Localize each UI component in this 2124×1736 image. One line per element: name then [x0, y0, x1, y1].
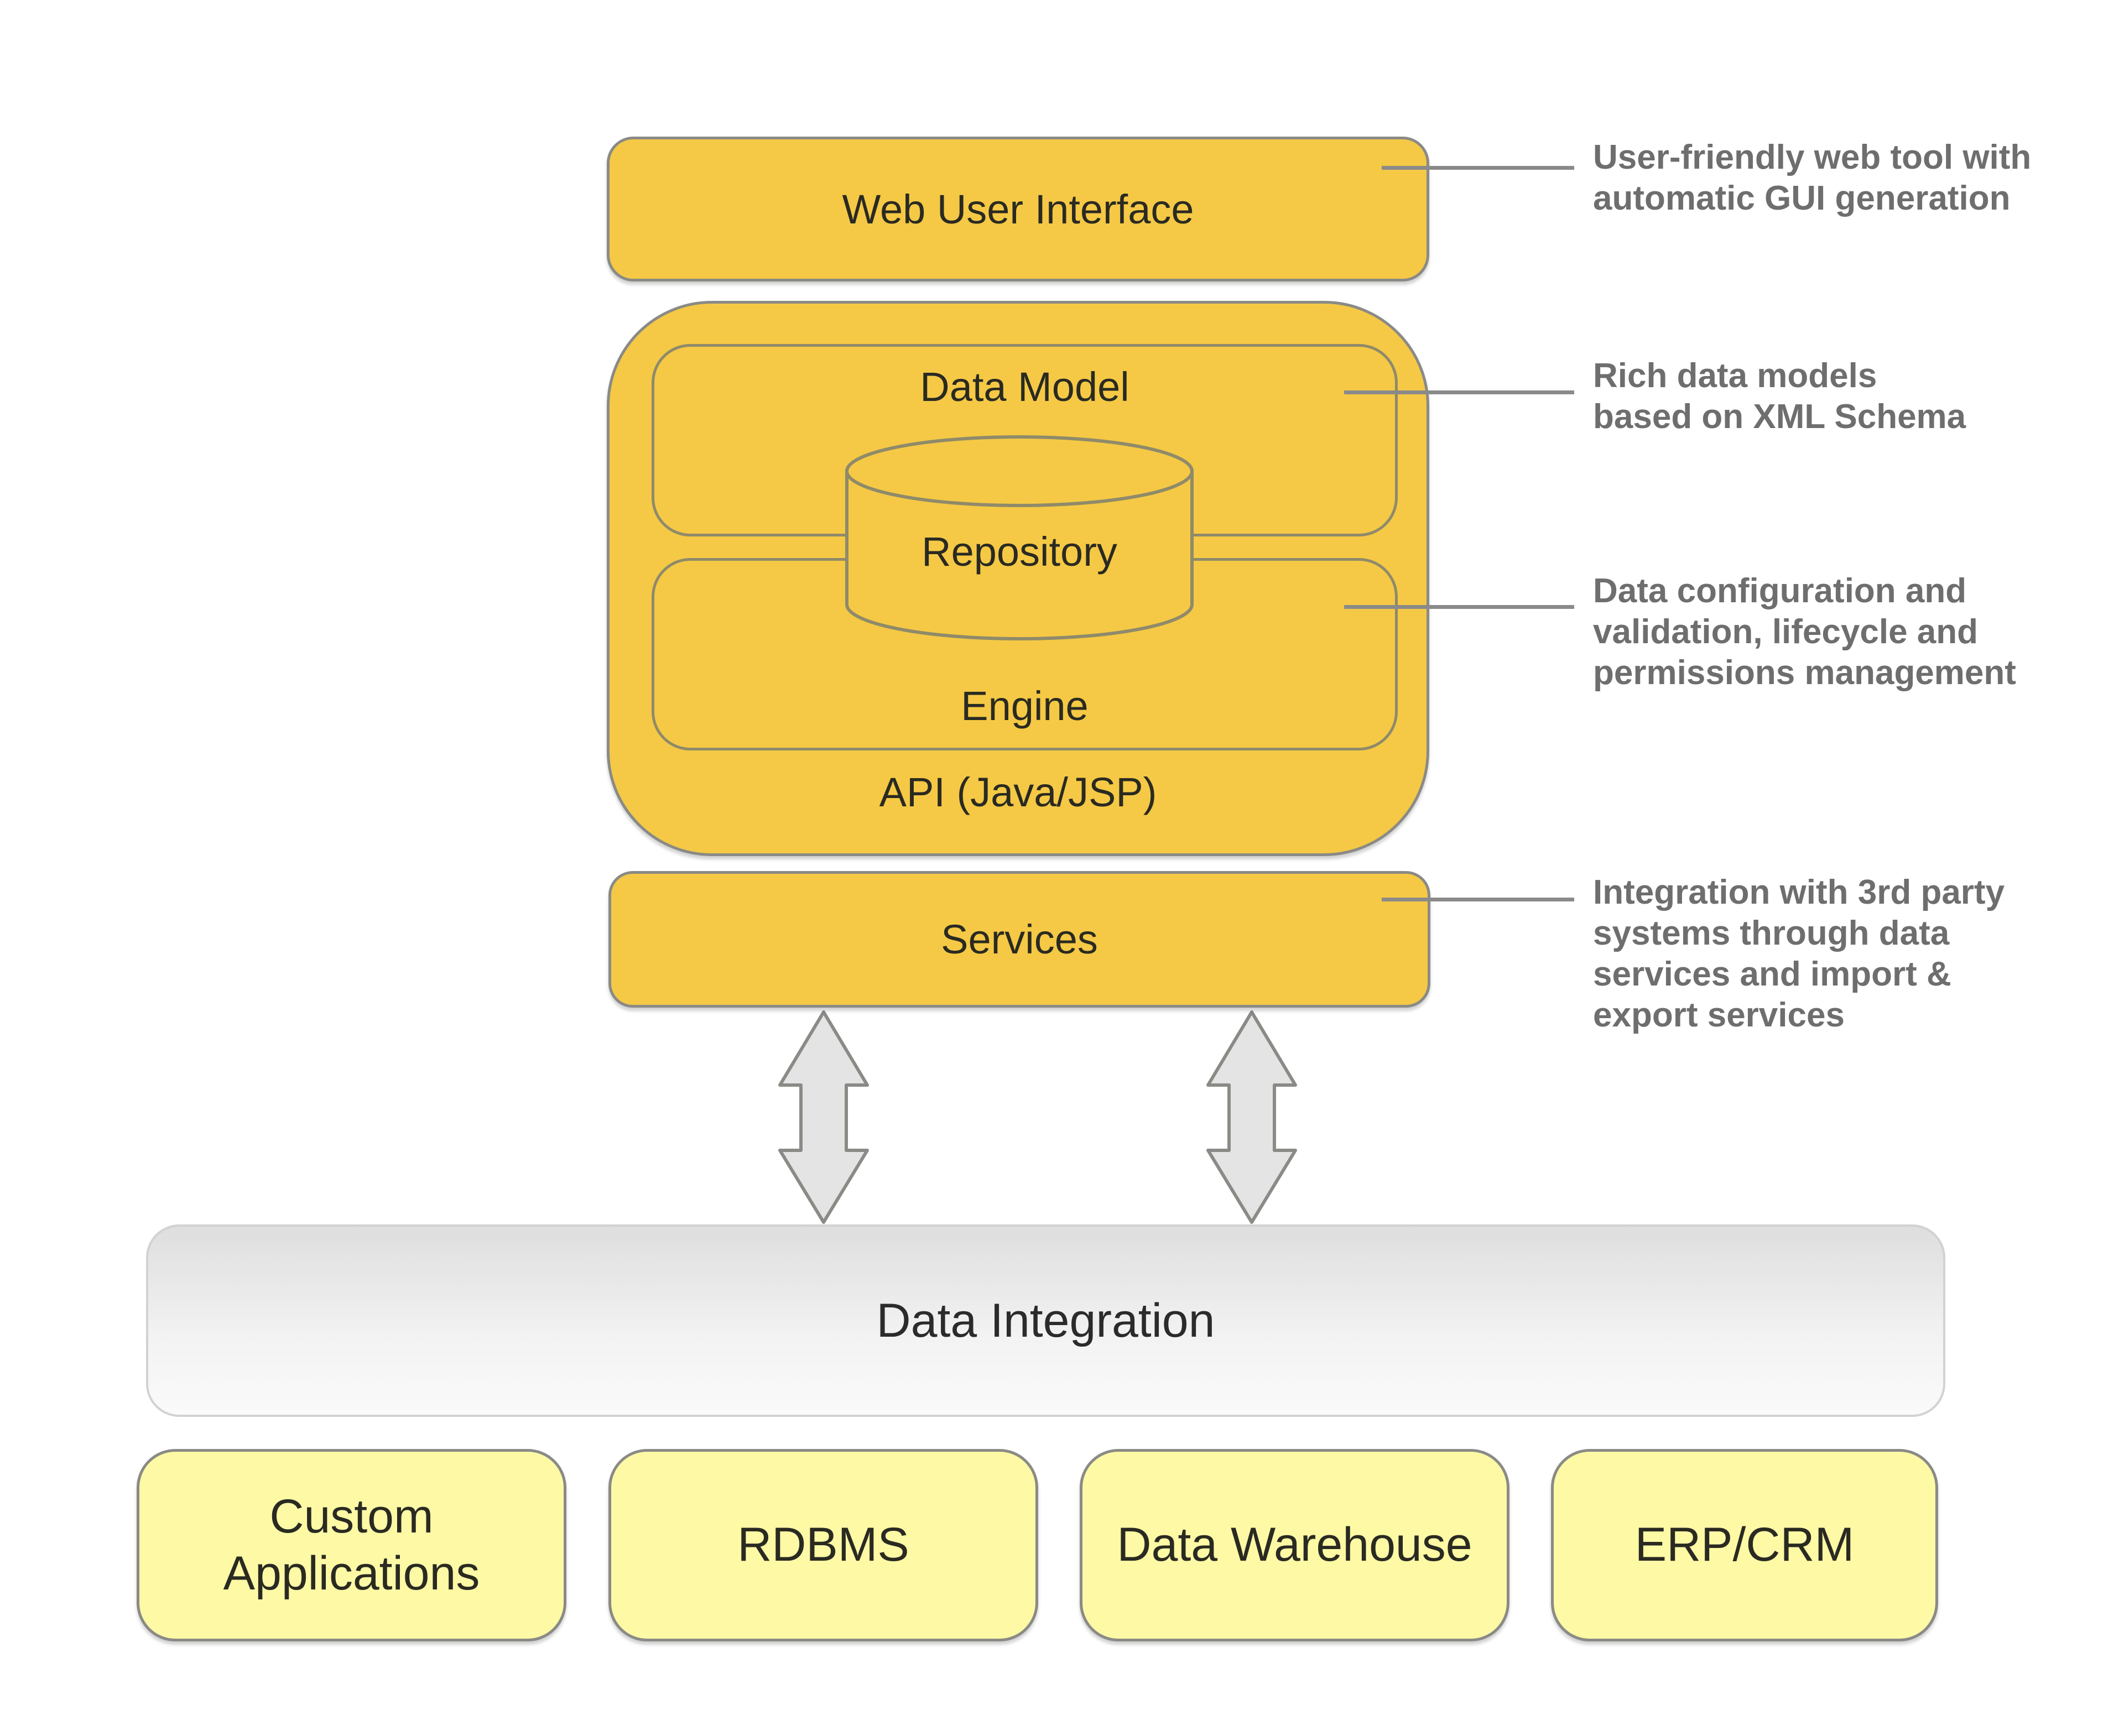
annotation-web-ui: User-friendly web tool with automatic GU…	[1593, 138, 2032, 217]
annotation-data-model: Rich data models based on XML Schema	[1593, 357, 1966, 436]
data-model-label: Data Model	[920, 364, 1129, 410]
bidirectional-arrow-left	[778, 1010, 869, 1224]
annotation-leader-engine	[1344, 605, 1574, 609]
source-erp-crm: ERP/CRM	[1551, 1449, 1938, 1641]
repository-cylinder	[845, 435, 1194, 640]
annotation-leader-data-model	[1344, 390, 1574, 394]
data-integration-box: Data Integration	[146, 1224, 1945, 1417]
engine-label: Engine	[961, 683, 1089, 729]
source-label: Custom Applications	[223, 1489, 480, 1600]
annotation-leader-services	[1382, 898, 1574, 901]
bidirectional-arrow-right	[1206, 1010, 1297, 1224]
source-label: RDBMS	[737, 1518, 909, 1572]
api-label: API (Java/JSP)	[879, 769, 1157, 815]
services-box: Services	[608, 871, 1430, 1008]
source-label: Data Warehouse	[1117, 1518, 1472, 1572]
annotation-services: Integration with 3rd party systems throu…	[1593, 873, 2005, 1034]
repository-label: Repository	[922, 529, 1117, 575]
annotation-engine: Data configuration and validation, lifec…	[1593, 572, 2016, 692]
source-data-warehouse: Data Warehouse	[1080, 1449, 1509, 1641]
annotation-leader-web-ui	[1382, 166, 1574, 170]
data-integration-label: Data Integration	[876, 1294, 1215, 1347]
source-label: ERP/CRM	[1634, 1518, 1855, 1572]
web-user-interface-label: Web User Interface	[842, 186, 1194, 232]
source-rdbms: RDBMS	[608, 1449, 1038, 1641]
services-label: Services	[941, 916, 1098, 962]
source-custom-applications: Custom Applications	[137, 1449, 566, 1641]
web-user-interface-box: Web User Interface	[607, 137, 1429, 281]
